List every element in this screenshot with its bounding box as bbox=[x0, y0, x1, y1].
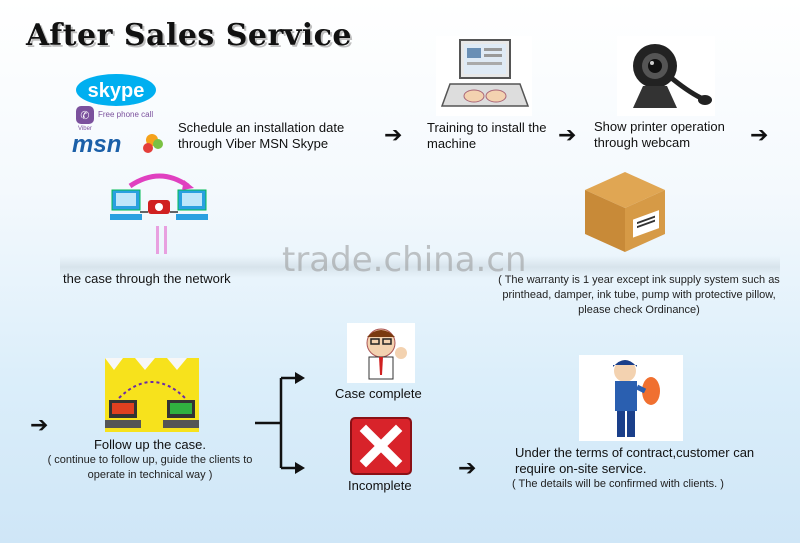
page-title: After Sales Service bbox=[26, 18, 353, 53]
step-show-operation: Show printer operation through webcam bbox=[594, 119, 725, 150]
case-complete-image bbox=[347, 323, 415, 383]
blur-band bbox=[60, 256, 780, 278]
step-training-install: Training to install the machine bbox=[427, 120, 547, 151]
network-computers-icon bbox=[110, 173, 208, 254]
step-follow-up: Follow up the case. bbox=[93, 437, 206, 452]
follow-up-image bbox=[105, 358, 199, 432]
flow-arrow-4: ➔ bbox=[30, 412, 49, 437]
red-x-icon bbox=[350, 417, 412, 475]
step-warranty-info: ( The warranty is 1 year except ink supp… bbox=[498, 274, 780, 316]
flow-arrow-2: ➔ bbox=[558, 122, 577, 147]
webcam-icon bbox=[633, 44, 712, 108]
messenger-logos: skype ✆ Free phone call Viber msn bbox=[70, 70, 166, 158]
skype-viber-msn-logo-icon: skype ✆ Free phone call Viber msn bbox=[72, 74, 163, 158]
thumbs-up-man-icon bbox=[366, 328, 407, 380]
webcam-image bbox=[617, 36, 715, 116]
follow-up-computers-icon bbox=[105, 358, 199, 432]
incomplete-image bbox=[350, 417, 412, 475]
branch-incomplete: Incomplete bbox=[348, 478, 412, 493]
watermark: trade.china.cn bbox=[282, 240, 527, 280]
shipping-box-icon bbox=[585, 172, 665, 252]
svg-text:msn: msn bbox=[72, 131, 121, 156]
flow-arrow-3: ➔ bbox=[750, 122, 769, 147]
laptop-icon bbox=[440, 39, 530, 107]
laptop-typing-image bbox=[436, 36, 532, 116]
shipping-box-image bbox=[577, 168, 673, 254]
service-man-image bbox=[579, 355, 683, 441]
step-onsite-note: ( The details will be confirmed with cli… bbox=[512, 478, 724, 490]
svg-text:skype: skype bbox=[88, 80, 145, 102]
step-follow-up-note: ( continue to follow up, guide the clien… bbox=[47, 454, 253, 481]
flow-arrow-5: ➔ bbox=[458, 455, 477, 480]
branch-case-complete: Case complete bbox=[335, 386, 422, 401]
step-onsite-service: Under the terms of contract,customer can… bbox=[515, 445, 755, 476]
network-computers-image bbox=[110, 168, 210, 256]
branch-connector bbox=[255, 372, 305, 474]
svg-text:✆: ✆ bbox=[80, 109, 89, 122]
technician-icon bbox=[613, 360, 660, 437]
step-schedule-installation: Schedule an installation date through Vi… bbox=[178, 120, 345, 151]
svg-text:Viber: Viber bbox=[78, 126, 92, 132]
svg-text:Free phone call: Free phone call bbox=[98, 110, 153, 119]
flow-arrow-1: ➔ bbox=[384, 122, 403, 147]
step-network-case: the case through the network bbox=[63, 271, 231, 286]
